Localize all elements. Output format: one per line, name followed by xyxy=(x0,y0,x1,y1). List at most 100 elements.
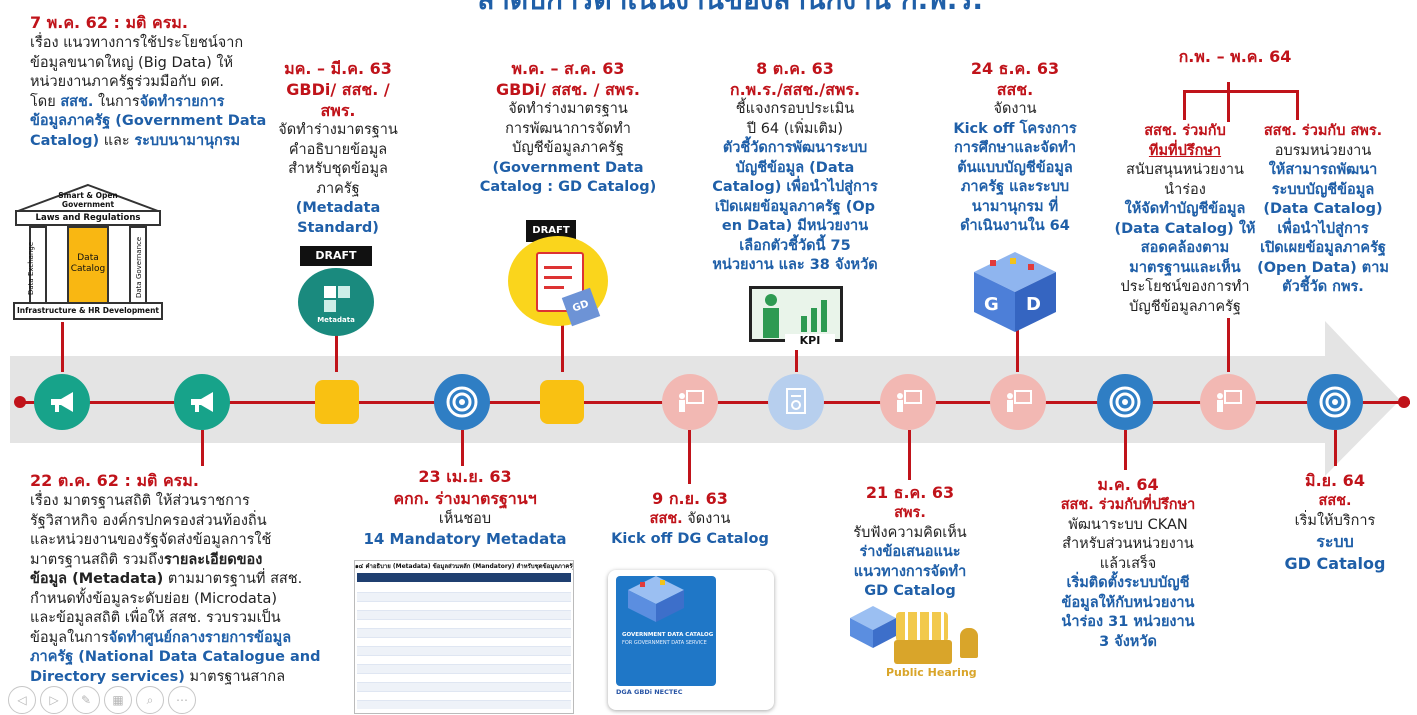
milestone-square xyxy=(540,380,584,424)
event-22-oct-62: 22 ต.ค. 62 : มติ ครม. เรื่อง มาตรฐานสถิต… xyxy=(30,470,370,687)
event-24-dec-63: 24 ธ.ค. 63 สสช. จัดงาน Kick off โครงการ … xyxy=(925,58,1105,237)
event-date: 24 ธ.ค. 63 xyxy=(970,59,1060,78)
milestone-square xyxy=(315,380,359,424)
presenter-icon xyxy=(880,374,936,430)
event-text: อบรมหน่วยงาน xyxy=(1274,142,1372,159)
event-text: เริ่มให้บริการ xyxy=(1294,512,1376,529)
event-text: สำหรับชุดข้อมูล xyxy=(288,161,388,177)
event-text: Kick off โครงการ xyxy=(953,120,1077,137)
event-org: ทีมที่ปรึกษา xyxy=(1148,142,1222,159)
event-jan-mar-63: มค. – มี.ค. 63 GBDi/ สสช. / สพร. จัดทำร่… xyxy=(268,58,408,238)
event-21-dec-63: 21 ธ.ค. 63 สพร. รับฟังความคิดเห็น ร่างข้… xyxy=(820,482,1000,602)
event-text: เพื่อนำไปสู่การ xyxy=(1277,220,1369,237)
previous-button[interactable]: ◁ xyxy=(8,686,36,714)
event-text: GD Catalog xyxy=(1284,554,1386,573)
bracket xyxy=(1183,90,1186,120)
event-text: Catalog) เพื่อนำไปสู่การ xyxy=(712,179,878,195)
timeline-start-dot xyxy=(14,396,26,408)
event-date: ม.ค. 64 xyxy=(1097,475,1159,494)
event-text: หน่วยงานภาครัฐร่วมมือกับ ดศ. xyxy=(30,74,225,90)
event-text: ภาครัฐ (National Data Catalogue and xyxy=(30,649,321,665)
next-button[interactable]: ▷ xyxy=(40,686,68,714)
connector xyxy=(1334,430,1337,466)
event-text: ข้อมูลภาครัฐ (Government Data xyxy=(30,113,267,129)
timeline-end-dot xyxy=(1398,396,1410,408)
event-text: นำร่อง xyxy=(1164,181,1206,198)
event-text: (Open Data) ตาม xyxy=(1257,259,1389,276)
event-feb-may-64-b: สสช. ร่วมกับ สพร. อบรมหน่วยงาน ให้สามารถ… xyxy=(1238,122,1408,298)
event-may-aug-63: พ.ค. – ส.ค. 63 GBDi/ สสช. / สพร. จัดทำร่… xyxy=(478,58,658,198)
event-text: ภาครัฐ xyxy=(316,180,360,197)
event-text: Catalog) และ ระบบนามานุกรม xyxy=(30,132,241,149)
event-text: 14 Mandatory Metadata xyxy=(363,529,567,548)
event-jan-64: ม.ค. 64 สสช. ร่วมกับที่ปรึกษา พัฒนาระบบ … xyxy=(1028,474,1228,652)
government-building-image: Smart & Open Government Laws and Regulat… xyxy=(8,183,168,323)
event-text: ให้จัดทำบัญชีข้อมูล xyxy=(1124,201,1246,217)
image-label: Infrastructure & HR Development xyxy=(16,306,160,315)
event-text: จัดงาน xyxy=(993,101,1037,117)
event-date: มค. – มี.ค. 63 xyxy=(284,59,392,78)
event-text: Standard) xyxy=(297,219,379,236)
event-text: มาตรฐานสถิติ รวมถึงรายละเอียดของ xyxy=(30,551,263,568)
connector xyxy=(795,350,798,372)
event-text: ระบบ xyxy=(1316,532,1354,551)
event-org: GBDi/ สสช. / สพร. xyxy=(496,80,640,99)
target-icon xyxy=(434,374,490,430)
connector xyxy=(908,430,911,480)
more-icon[interactable]: ⋯ xyxy=(168,686,196,714)
event-23-apr-63: 23 เม.ย. 63 คกก. ร่างมาตรฐานฯ เห็นชอบ 14… xyxy=(360,466,570,549)
event-text: ปี 64 (เพิ่มเติม) xyxy=(746,120,844,137)
event-text: ชี้แจงกรอบประเมิน xyxy=(735,101,855,117)
event-text: เลือกตัวชี้วัดนี้ 75 xyxy=(739,237,851,254)
event-text: ระบบบัญชีข้อมูล xyxy=(1271,181,1375,198)
event-text: ต้นแบบบัญชีข้อมูล xyxy=(957,159,1073,176)
presenter-icon xyxy=(662,374,718,430)
event-text: ตัวชี้วัด กพร. xyxy=(1282,279,1364,295)
connector xyxy=(1124,430,1127,470)
event-date: 8 ต.ค. 63 xyxy=(756,59,834,78)
connector xyxy=(461,430,464,466)
event-text: เรื่อง มาตรฐานสถิติ ให้ส่วนราชการ xyxy=(30,493,250,509)
event-org: สพร. xyxy=(894,505,926,521)
event-text: จัดทำร่างมาตรฐาน xyxy=(508,101,628,117)
public-hearing-label: Public Hearing xyxy=(886,666,977,679)
event-text: โดย สสช. ในการจัดทำรายการ xyxy=(30,93,225,110)
event-9-sep-63: 9 ก.ย. 63 สสช. จัดงาน Kick off DG Catalo… xyxy=(605,488,775,549)
event-text: บัญชีข้อมูล (Data xyxy=(735,159,855,176)
poster-logos: DGA GBDi NECTEC xyxy=(616,688,683,696)
event-date: 23 เม.ย. 63 xyxy=(418,467,512,486)
event-text: และข้อมูลสถิติ เพื่อให้ สสช. รวบรวมเป็น xyxy=(30,610,281,626)
image-label: Smart & Open Government xyxy=(58,191,118,209)
event-8-oct-63: 8 ต.ค. 63 ก.พ.ร./สสช./สพร. ชี้แจงกรอบประ… xyxy=(690,58,900,276)
event-text: รับฟังความคิดเห็น xyxy=(853,524,967,541)
event-text: ข้อมูลในการจัดทำศูนย์กลางรายการข้อมูล xyxy=(30,629,292,646)
pen-icon[interactable]: ✎ xyxy=(72,686,100,714)
event-text: พัฒนาระบบ CKAN xyxy=(1068,516,1188,533)
event-text: นามานุกรม ที่ xyxy=(971,198,1059,215)
target-icon xyxy=(1097,374,1153,430)
public-hearing-image: Public Hearing xyxy=(848,604,1008,704)
event-org: สสช. xyxy=(996,80,1034,99)
event-text: คำอธิบายข้อมูล xyxy=(288,141,388,158)
poster-text: FOR GOVERNMENT DATA SERVICE xyxy=(622,640,707,646)
event-text: แนวทางการจัดทำ xyxy=(853,563,967,580)
connector xyxy=(1016,330,1019,372)
image-label: Data Exchange xyxy=(27,241,35,295)
slides-icon[interactable]: ▦ xyxy=(104,686,132,714)
gd-catalog-poster-image: GOVERNMENT DATA CATALOG FOR GOVERNMENT D… xyxy=(608,570,774,710)
bracket xyxy=(1227,82,1230,122)
image-label: Data Catalog xyxy=(70,253,106,274)
connector xyxy=(201,430,204,466)
event-org: สสช. ร่วมกับที่ปรึกษา xyxy=(1060,497,1196,513)
clipboard-draft-image: DRAFT GD xyxy=(506,212,616,328)
gd-logo: G xyxy=(984,294,999,315)
zoom-icon[interactable]: ⌕ xyxy=(136,686,164,714)
event-org: สสช. xyxy=(649,511,683,527)
event-text: Kick off DG Catalog xyxy=(611,530,769,547)
presenter-icon xyxy=(1200,374,1256,430)
event-date: 9 ก.ย. 63 xyxy=(652,489,728,508)
image-label: Data Governance xyxy=(135,236,143,298)
event-text: จัดงาน xyxy=(682,511,731,527)
event-text: Catalog : GD Catalog) xyxy=(479,179,657,195)
event-text: การพัฒนาการจัดทำ xyxy=(505,120,631,137)
